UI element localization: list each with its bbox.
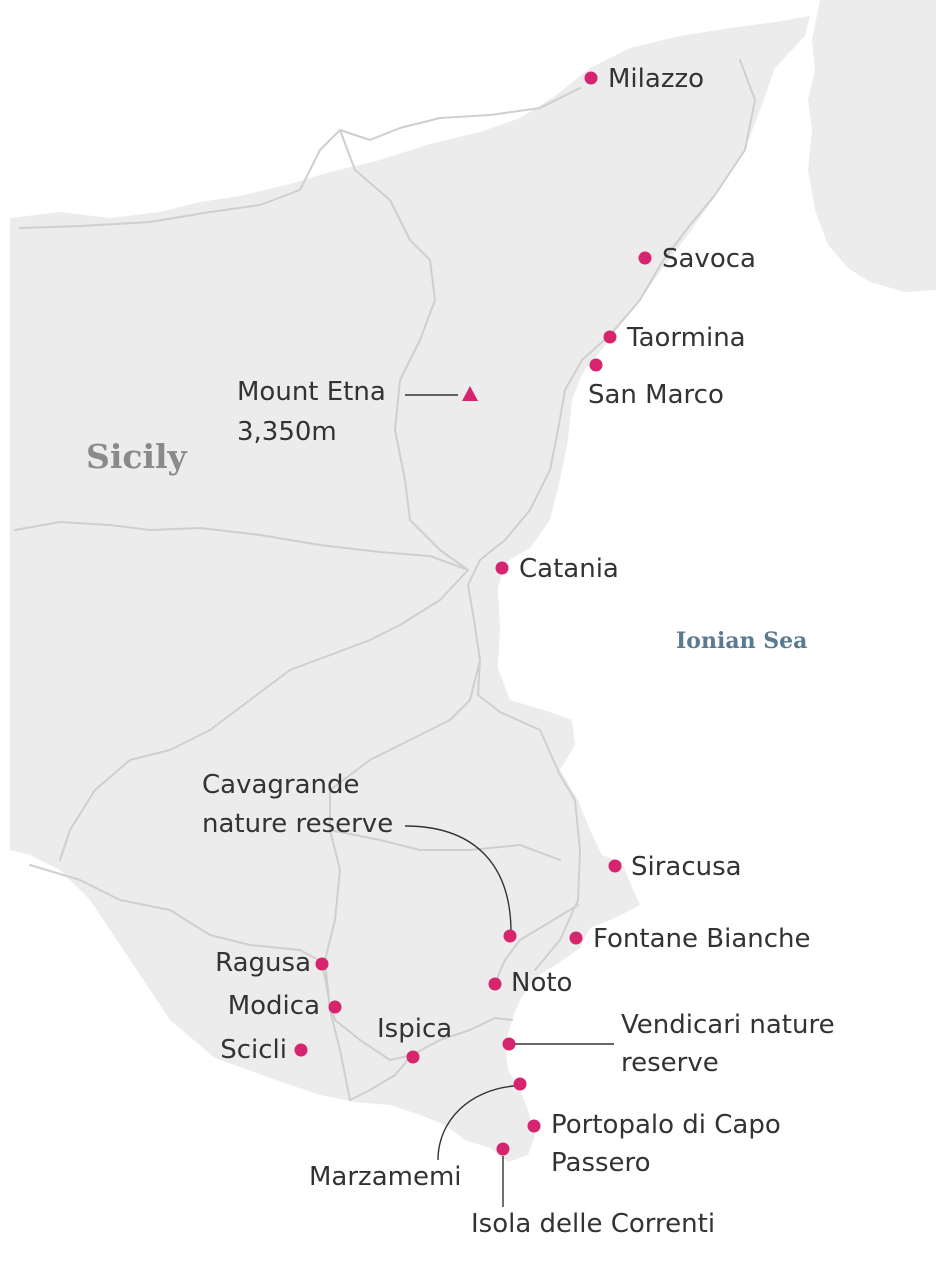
- marker-savoca: [638, 251, 652, 265]
- triangle-peak-icon: [462, 386, 478, 401]
- sicily-land: [10, 16, 810, 1162]
- label-portopalo-line1: Portopalo di Capo: [551, 1110, 781, 1140]
- marker-taormina: [603, 330, 617, 344]
- marker-ragusa: [315, 957, 329, 971]
- label-vendicari-line2: reserve: [621, 1048, 719, 1078]
- label-etna-elevation: 3,350m: [237, 417, 337, 447]
- marker-milazzo: [584, 71, 598, 85]
- label-fontane-bianche: Fontane Bianche: [593, 924, 811, 954]
- label-portopalo-line2: Passero: [551, 1148, 651, 1178]
- marker-vendicari: [502, 1037, 516, 1051]
- label-mount-etna: Mount Etna: [237, 377, 386, 407]
- label-ragusa: Ragusa: [215, 948, 311, 978]
- label-milazzo: Milazzo: [608, 64, 704, 94]
- label-cavagrande-line1: Cavagrande: [202, 770, 360, 800]
- marker-cavagrande: [503, 929, 517, 943]
- label-noto: Noto: [511, 968, 572, 998]
- label-marzamemi: Marzamemi: [309, 1162, 462, 1192]
- calabria-land: [808, 0, 936, 292]
- marker-portopalo: [527, 1119, 541, 1133]
- label-isola: Isola delle Correnti: [471, 1209, 715, 1239]
- cavagrande-leader-line: [404, 825, 512, 931]
- label-savoca: Savoca: [662, 244, 756, 274]
- label-san-marco: San Marco: [588, 380, 724, 410]
- marker-ispica: [406, 1050, 420, 1064]
- region-label-sicily: Sicily: [86, 437, 188, 476]
- marker-fontane-bianche: [569, 931, 583, 945]
- marker-noto: [488, 977, 502, 991]
- place-markers: [294, 71, 652, 1156]
- label-modica: Modica: [228, 991, 320, 1021]
- sea-label-ionian: Ionian Sea: [676, 628, 807, 654]
- marker-san-marco: [589, 358, 603, 372]
- label-catania: Catania: [519, 554, 619, 584]
- label-cavagrande-line2: nature reserve: [202, 809, 393, 839]
- marker-modica: [328, 1000, 342, 1014]
- label-ispica: Ispica: [377, 1014, 452, 1044]
- marzamemi-leader-line: [437, 1085, 515, 1161]
- place-labels: Milazzo Savoca Taormina San Marco Catani…: [202, 64, 835, 1239]
- label-taormina: Taormina: [626, 323, 746, 353]
- road-network: [14, 59, 756, 1101]
- marker-marzamemi: [513, 1077, 527, 1091]
- label-siracusa: Siracusa: [631, 852, 742, 882]
- marker-isola: [496, 1142, 510, 1156]
- label-vendicari-line1: Vendicari nature: [621, 1010, 835, 1040]
- marker-scicli: [294, 1043, 308, 1057]
- marker-catania: [495, 561, 509, 575]
- label-scicli: Scicli: [220, 1035, 287, 1065]
- marker-siracusa: [608, 859, 622, 873]
